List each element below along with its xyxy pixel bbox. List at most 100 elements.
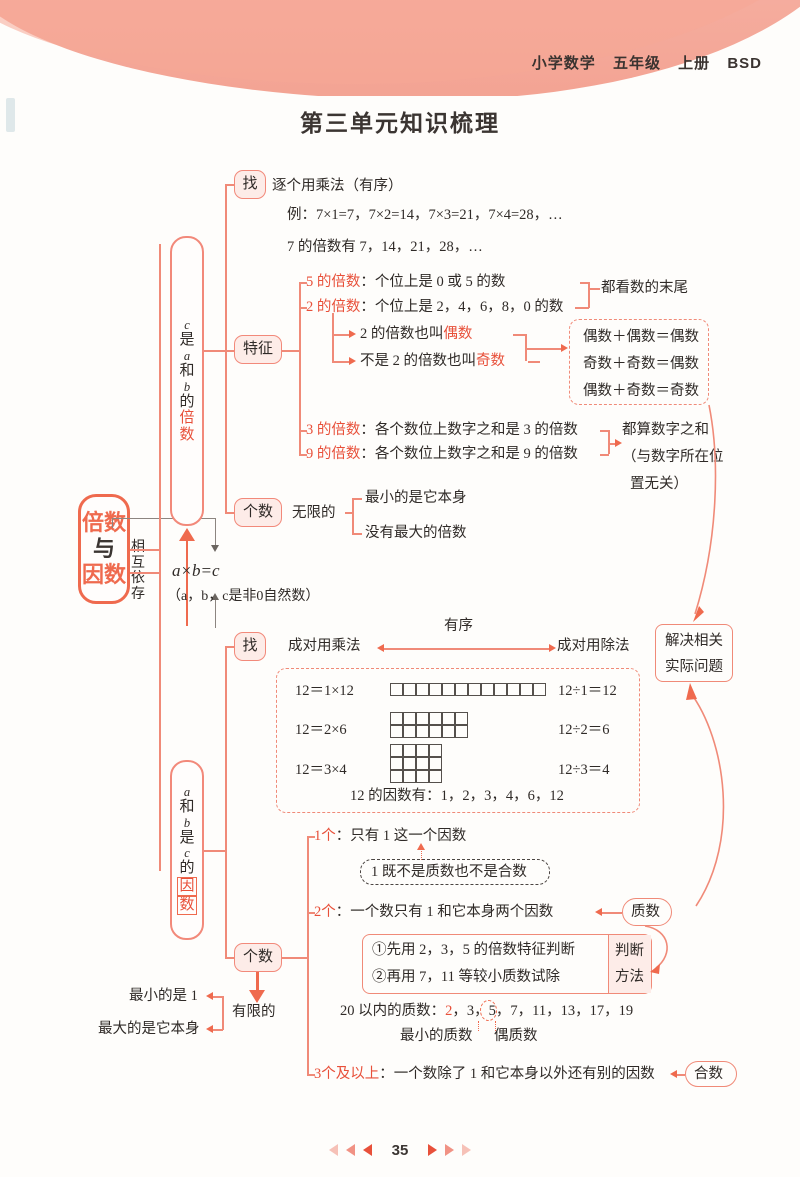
prime-to-judge-connector [644, 925, 668, 974]
case-3-text: 一个数除了 1 和它本身以外还有别的因数 [393, 1066, 655, 1082]
one-note-arrow [417, 843, 425, 850]
case-1-sep: ： [335, 828, 351, 844]
fcount-item2-arrow [206, 1025, 213, 1033]
branch-count-bottom[interactable]: 个数 [234, 943, 282, 972]
rule9-stem [299, 454, 307, 456]
annot-even-prime: 偶质数 [494, 1028, 538, 1044]
multiple-node-arrow-head [179, 528, 195, 541]
factor-branch-spine [225, 646, 227, 958]
count-bottom-stem [225, 957, 235, 959]
multiple-node-de: 的 [179, 393, 195, 410]
rule5-sep: ： [360, 274, 375, 290]
digitsum-note-line-3: 置无关） [630, 476, 688, 492]
root-connector-bottom [130, 572, 160, 574]
decomp-mul-2: 12＝2×6 [295, 722, 347, 738]
composite-label-box [685, 1061, 737, 1087]
mcount-stem [345, 512, 353, 514]
factor-node: a 和 b 是 c 的 因 数 [170, 760, 204, 940]
digitsum-bracket-v [608, 430, 610, 454]
multiple-node-a: a [183, 348, 191, 363]
fcount-item2-stem [212, 1029, 223, 1031]
prime-label-box [622, 898, 672, 926]
rule2-stem [299, 307, 307, 309]
factors-count-kind: 有限的 [232, 1004, 276, 1020]
header-subject: 小学数学 [531, 55, 596, 72]
parity-spine [332, 313, 334, 361]
parity-rule-2: 奇数＋奇数＝偶数 [583, 356, 699, 372]
formula-equation-text: a×b=c [172, 561, 220, 580]
find-top-stem [225, 184, 235, 186]
multiple-node: c 是 a 和 b 的 倍 数 [170, 236, 204, 526]
root-line-2: 与 [92, 536, 115, 562]
footer: 35 [0, 1141, 800, 1159]
one-note-link [421, 848, 422, 860]
prime-list-rest: ，3，5，7，11，13，17，19 [452, 1003, 634, 1019]
branch-count-top[interactable]: 个数 [234, 498, 282, 527]
decomp-div-2: 12÷2＝6 [558, 722, 610, 738]
parity-join-bottom [528, 361, 540, 363]
decomposition-box [276, 668, 640, 813]
multiple-node-he: 和 [179, 362, 195, 379]
mcount-item1-stem [352, 498, 362, 500]
header-grade: 五年级 [612, 55, 661, 72]
factors-find-left: 成对用乘法 [288, 638, 361, 654]
judge-label-line-1: 判断 [615, 943, 644, 959]
multiple-node-c: c [184, 318, 190, 332]
decomp-grid-1 [389, 682, 546, 696]
case-2-key: 2个 [314, 904, 336, 920]
rule2: 2 的倍数：个位上是 2，4，6，8，0 的数 [306, 299, 564, 315]
annot-line-left [478, 1021, 479, 1031]
rule3-sep: ： [360, 422, 375, 438]
root-line-3: 因数 [81, 561, 126, 587]
feature-out-stem [282, 350, 300, 352]
rule2-text: 个位上是 2，4，6，8，0 的数 [374, 299, 564, 315]
digitsum-note-line-2: （与数字所在位 [622, 449, 724, 465]
rule3: 3 的倍数：各个数位上数字之和是 3 的倍数 [306, 422, 578, 438]
prime-list: 20 以内的质数：2，3，5，7，11，13，17，19 [340, 1003, 634, 1019]
branch-find-top[interactable]: 找 [234, 170, 266, 199]
rule9-sep: ： [360, 446, 375, 462]
finite-arrow-line [256, 972, 259, 992]
case-3-sep: ： [379, 1066, 394, 1082]
mcount-item2-stem [352, 533, 362, 535]
prime-label: 质数 [631, 904, 660, 920]
prev-triangle-3-icon [362, 1144, 372, 1157]
mutual-dependence-label: 相互依存 [131, 540, 145, 603]
judge-method-box [362, 934, 652, 994]
rule3-key: 3 的倍数 [306, 422, 361, 438]
multiple-branch-stem [204, 350, 226, 352]
digitsum-bracket-top [600, 430, 609, 432]
case-3-key: 3个及以上 [314, 1066, 380, 1082]
decomp-grid-2 [389, 711, 468, 738]
rule5-stem [299, 282, 307, 284]
factor-branch-stem [204, 850, 226, 852]
next-triangle-2-icon [445, 1144, 455, 1157]
case-2-sep: ： [335, 904, 351, 920]
header-volume: 上册 [678, 55, 711, 72]
judge-method-divider [608, 934, 610, 994]
factor-node-word-1: 因 [177, 877, 197, 897]
branch-feature[interactable]: 特征 [234, 335, 282, 364]
find-result: 7 的倍数有 7，14，21，28，… [287, 239, 483, 255]
find-bottom-stem [225, 646, 235, 648]
find-method: 逐个用乘法（有序） [272, 178, 403, 194]
judge-method-label-bg [609, 935, 651, 993]
even-word: 偶数 [443, 326, 473, 342]
factors-count-item-1: 最小的是 1 [129, 988, 198, 1004]
factor-node-a: a [183, 784, 191, 799]
link-line-c [215, 518, 217, 546]
odd-word: 奇数 [476, 353, 505, 369]
application-line-1: 解决相关 [665, 633, 723, 649]
parity-odd-stem [332, 361, 350, 363]
case-1-key: 1个 [314, 828, 336, 844]
composite-label: 合数 [694, 1066, 723, 1082]
multiple-node-shi: 是 [179, 332, 195, 348]
factor-node-c: c [184, 846, 190, 861]
next-triangle-1-icon [428, 1144, 438, 1157]
link-line-b [112, 518, 216, 520]
link-line-a [112, 518, 114, 528]
branch-find-bottom[interactable]: 找 [234, 632, 266, 661]
application-line-2: 实际问题 [665, 659, 723, 675]
digitsum-bracket-bottom [600, 454, 609, 456]
